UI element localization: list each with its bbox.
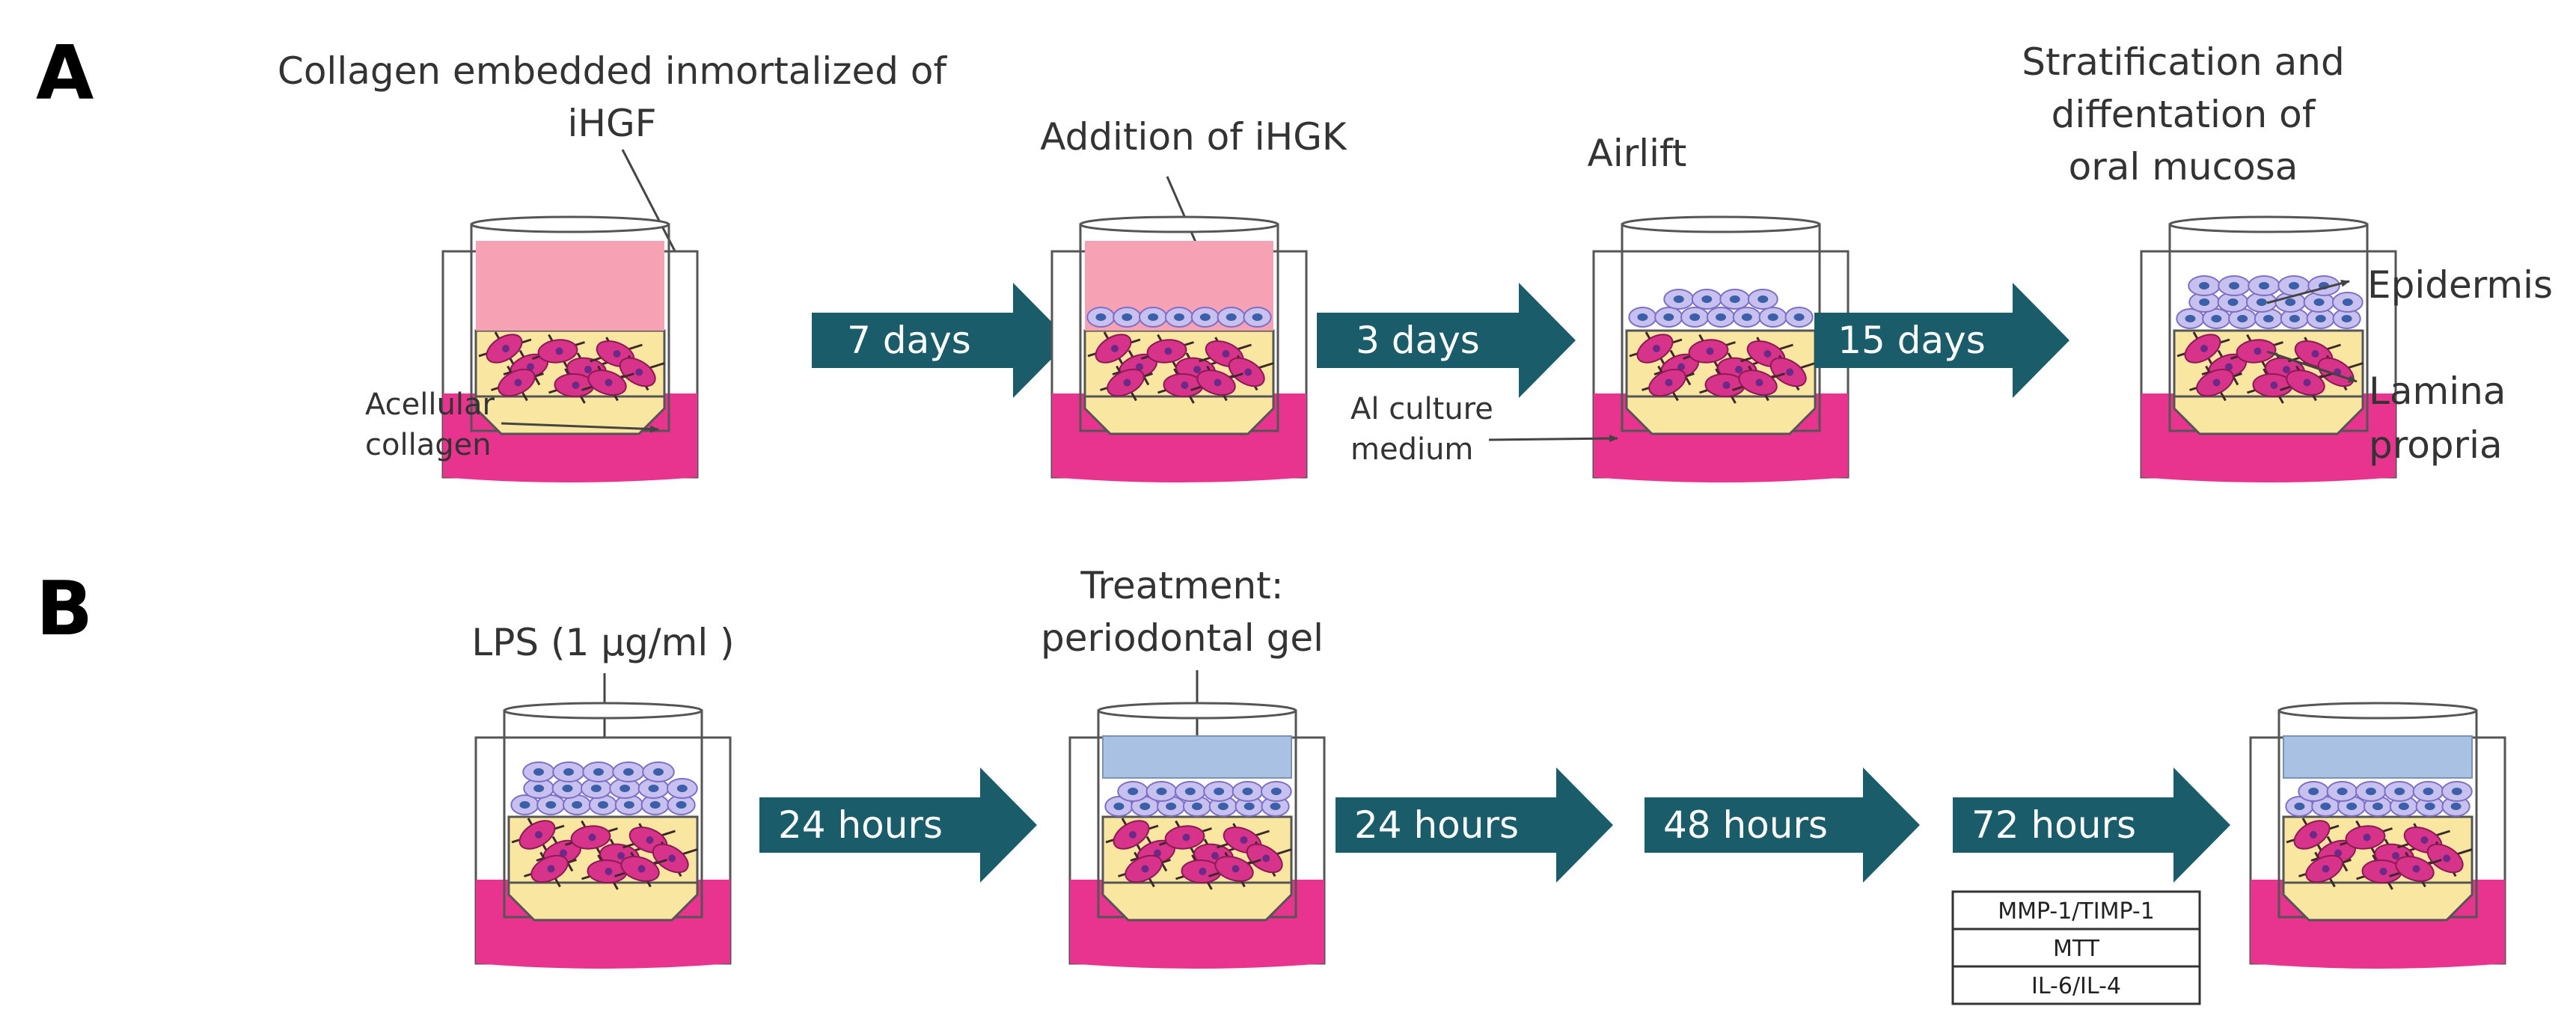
arrow-24-hours-2: 24 hours (1336, 767, 1613, 883)
label-addition-ihgk: Addition of iHGK (1040, 115, 1347, 159)
arrow-7-days: 7 days (812, 283, 1070, 398)
well-b3 (2249, 702, 2506, 969)
label-collagen: collagen (365, 428, 492, 462)
label-airlift: Airlift (1588, 132, 1687, 175)
label-periodontal-gel: periodontal gel (1041, 616, 1324, 660)
label-epidermis: Epidermis (2367, 263, 2553, 307)
arrow-72-hours: 72 hours (1953, 767, 2230, 883)
pointer-medium (1488, 435, 1618, 443)
svg-text:24 hours: 24 hours (778, 803, 943, 847)
well-a2 (1050, 215, 1308, 482)
svg-text:3 days: 3 days (1356, 319, 1480, 362)
well-b2 (1068, 702, 1326, 969)
svg-text:7 days: 7 days (847, 319, 971, 362)
well-a3 (1592, 215, 1850, 482)
assay-list: MMP-1/TIMP-1 MTT IL-6/IL-4 (1951, 890, 2201, 1005)
label-acellular: Acellular (365, 387, 495, 422)
label-medium: medium (1350, 432, 1473, 467)
assay-il: IL-6/IL-4 (2031, 973, 2121, 999)
panel-letter-a: A (36, 29, 94, 117)
svg-text:24 hours: 24 hours (1354, 803, 1519, 847)
well-a4 (2140, 215, 2397, 482)
arrow-24-hours-1: 24 hours (759, 767, 1037, 883)
svg-text:48 hours: 48 hours (1663, 803, 1828, 847)
pointer-epidermis (2266, 279, 2350, 304)
assay-box-il (1951, 965, 2201, 1005)
label-oral-mucosa: oral mucosa (2069, 145, 2298, 188)
label-propria: propria (2369, 423, 2503, 467)
well-b1 (474, 702, 732, 969)
label-stratification: Stratification and (2022, 40, 2344, 84)
arrow-48-hours: 48 hours (1645, 767, 1920, 883)
pointer-acellular (501, 422, 659, 433)
label-ihgf: iHGF (568, 102, 657, 145)
svg-text:72 hours: 72 hours (1971, 803, 2136, 847)
panel-letter-b: B (36, 565, 93, 652)
label-al-culture: Al culture (1350, 392, 1493, 426)
label-lamina: Lamina (2369, 370, 2506, 413)
assay-box-mmp (1951, 890, 2201, 931)
label-collagen-embedded: Collagen embedded inmortalized of (278, 49, 948, 93)
assay-mmp: MMP-1/TIMP-1 (1998, 898, 2155, 925)
label-diffentation: diffentation of (2052, 93, 2316, 136)
label-lps: LPS (1 µg/ml ) (471, 621, 734, 664)
arrow-15-days: 15 days (1814, 283, 2069, 398)
assay-mtt: MTT (2053, 936, 2100, 962)
svg-text:15 days: 15 days (1838, 319, 1986, 362)
pointer-lamina (2266, 350, 2358, 383)
arrow-3-days: 3 days (1317, 283, 1576, 398)
label-treatment: Treatment: (1080, 564, 1283, 607)
